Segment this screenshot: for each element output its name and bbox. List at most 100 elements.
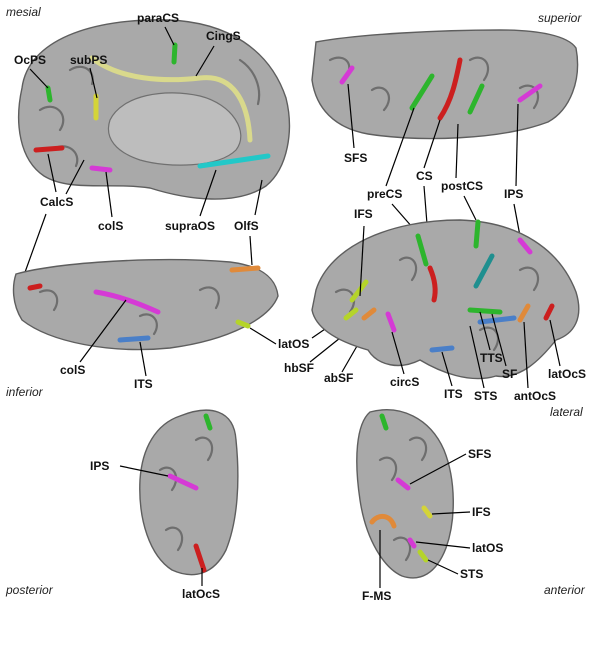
leader-CalcS-1	[47, 153, 57, 193]
leader-IFS-lateral	[359, 225, 365, 297]
mesial-sulcus-supraOS	[197, 153, 271, 169]
lateral-sulcus-preCS	[415, 233, 429, 267]
leader-TTS	[479, 311, 491, 351]
leader-IPS-superior-up	[515, 103, 519, 187]
leader-OlfS-down	[249, 235, 253, 266]
anterior-sulcus-F-MS	[369, 514, 397, 529]
label-paraCS: paraCS	[137, 11, 179, 25]
posterior-sulcus-latOcS	[193, 543, 207, 573]
leader-preCS-up	[385, 107, 415, 187]
label-OlfS: OlfS	[234, 219, 259, 233]
lateral-sulcus-circS	[385, 311, 397, 333]
label-latOcS-lateral: latOcS	[548, 367, 586, 381]
lateral-sulcus-STS	[477, 315, 517, 325]
label-SFS-anterior: SFS	[468, 447, 491, 461]
leader-latOcS-lateral	[549, 319, 561, 367]
lateral-sulcus-IFS	[349, 279, 369, 303]
posterior-view: posterior IPS latOcS	[5, 409, 239, 601]
superior-sulcus-postCS	[467, 83, 485, 115]
mesial-sulcus-CalcS	[33, 145, 65, 153]
label-SFS-superior: SFS	[344, 151, 367, 165]
label-CalcS: CalcS	[40, 195, 73, 209]
leader-antOcS	[523, 321, 529, 389]
posterior-brain-surface	[139, 409, 239, 576]
inferior-sulcus-latOS	[235, 319, 251, 329]
leader-OlfS-up	[254, 179, 263, 216]
view-label-mesial: mesial	[6, 5, 41, 19]
label-OcPS: OcPS	[14, 53, 46, 67]
lateral-sulcus-teal	[473, 253, 495, 289]
leader-CalcS-2	[65, 159, 85, 195]
label-hbSF: hbSF	[284, 361, 314, 375]
leader-IPS-superior-down	[513, 203, 521, 237]
label-ITS-inferior: ITS	[134, 377, 153, 391]
leader-supraOS	[199, 169, 217, 217]
anterior-sulcus-SFS	[395, 477, 411, 491]
mesial-sulcus-colS	[89, 165, 113, 173]
label-latOS-anterior: latOS	[472, 541, 503, 555]
leader-SF	[491, 313, 507, 367]
label-IPS-superior: IPS	[504, 187, 523, 201]
mesial-view: mesial subPS paraCS OcPS CingS CalcS col…	[6, 5, 291, 276]
leader-postCS-up	[455, 123, 459, 179]
label-IPS-posterior: IPS	[90, 459, 109, 473]
label-colS-inferior: colS	[60, 363, 85, 377]
mesial-sulcus-paraCS	[171, 42, 178, 65]
lateral-sulcus-CS	[427, 265, 438, 303]
inferior-sulcus-red	[27, 283, 43, 291]
lateral-sulcus-SF	[467, 307, 503, 315]
posterior-sulcus-IPS	[167, 473, 199, 491]
view-label-inferior: inferior	[6, 385, 44, 399]
inferior-sulcus-ITS	[117, 335, 151, 343]
label-abSF: abSF	[324, 371, 353, 385]
view-label-lateral: lateral	[550, 405, 583, 419]
label-ITS-lateral: ITS	[444, 387, 463, 401]
superior-brain-surface	[311, 29, 579, 140]
view-label-superior: superior	[538, 11, 582, 25]
leader-paraCS	[164, 26, 175, 46]
label-latOcS-posterior: latOcS	[182, 587, 220, 601]
label-latOS-inferior: latOS	[278, 337, 309, 351]
mesial-sulcus-OcPS	[45, 85, 53, 103]
anterior-view: anterior SFS IFS latOS STS F-MS	[356, 409, 586, 603]
label-STS-lateral: STS	[474, 389, 497, 403]
leader-SFS-anterior	[409, 453, 467, 485]
lateral-view: lateral IFS circS ITS STS TTS SF antOcS …	[311, 207, 586, 419]
lateral-sulcus-antOcS	[517, 303, 531, 323]
inferior-view: inferior colS ITS latOS hbSF abSF	[6, 258, 373, 399]
leader-ITS-lateral	[441, 351, 453, 387]
label-IFS-lateral: IFS	[354, 207, 373, 221]
label-STS-anterior: STS	[460, 567, 483, 581]
lateral-sulcus-latOcS	[543, 303, 555, 321]
leader-IFS-anterior	[431, 511, 471, 515]
leader-STS-lateral	[469, 325, 485, 389]
leader-colS-inferior	[79, 299, 127, 363]
anterior-sulcus-IFS	[421, 505, 433, 519]
leader-latOS-inferior	[249, 327, 277, 345]
view-label-anterior: anterior	[544, 583, 586, 597]
label-CingS: CingS	[206, 29, 241, 43]
leader-subPS	[89, 67, 98, 99]
lateral-sulcus-hbSF	[361, 307, 377, 321]
inferior-sulcus-colS	[93, 289, 161, 315]
lateral-sulcus-latOS	[343, 307, 359, 321]
anterior-sulcus-green	[379, 413, 389, 431]
lateral-sulcus-ITS	[429, 345, 455, 353]
view-label-posterior: posterior	[5, 583, 54, 597]
lateral-sulcus-postCS	[473, 219, 481, 249]
superior-sulcus-preCS	[409, 73, 435, 111]
label-TTS: TTS	[480, 351, 503, 365]
leader-circS	[391, 331, 405, 375]
leader-STS-anterior	[427, 559, 459, 575]
superior-sulcus-SFS	[339, 65, 355, 85]
leader-latOS-anterior	[415, 541, 471, 549]
label-postCS: postCS	[441, 179, 483, 193]
leader-CalcS-inferior	[23, 213, 47, 276]
leader-SFS-superior	[347, 83, 355, 149]
label-antOcS: antOcS	[514, 389, 556, 403]
leader-postCS-down	[463, 195, 477, 221]
label-IFS-anterior: IFS	[472, 505, 491, 519]
leader-ITS-inferior	[139, 341, 147, 377]
